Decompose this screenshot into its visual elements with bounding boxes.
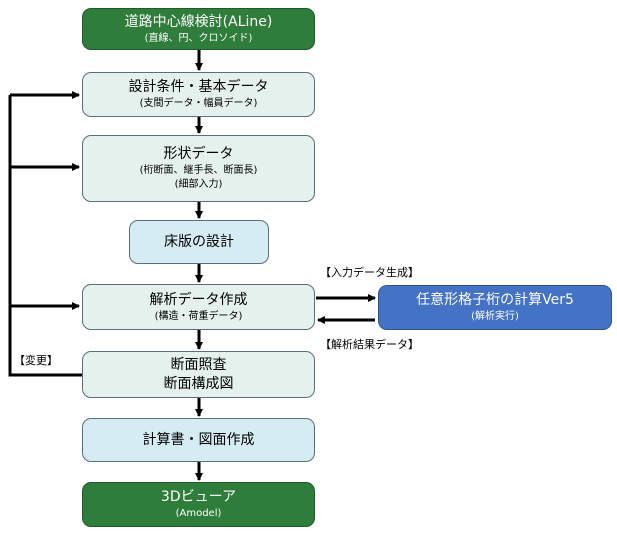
grillage-calc-title: 任意形格子桁の計算Ver5 — [416, 292, 574, 308]
section-check-title1: 断面照査 — [170, 356, 227, 373]
design-conditions-box[interactable]: 設計条件・基本データ (支間データ・幅員データ) — [82, 72, 315, 117]
viewer-3d-box[interactable]: 3Dビューア (Amodel) — [82, 482, 315, 527]
analysis-data-sub: (構造・荷重データ) — [154, 310, 243, 322]
feedback-loop-line — [8, 95, 82, 377]
shape-data-box[interactable]: 形状データ (桁断面、継手長、断面長) (細部入力) — [82, 135, 315, 202]
aline-sub: (直線、円、クロソイド) — [144, 32, 253, 44]
section-check-title2: 断面構成図 — [163, 375, 234, 392]
aline-box[interactable]: 道路中心線検討(ALine) (直線、円、クロソイド) — [82, 8, 315, 50]
analysis-data-title: 解析データ作成 — [149, 291, 248, 308]
report-drawing-title: 計算書・図面作成 — [142, 431, 255, 448]
change-label: 【変更】 — [14, 354, 58, 367]
grillage-calc-box[interactable]: 任意形格子桁の計算Ver5 (解析実行) — [378, 285, 612, 330]
aline-title: 道路中心線検討(ALine) — [124, 13, 273, 30]
shape-data-sub2: (細部入力) — [174, 179, 223, 190]
input-data-gen-label: 【入力データ生成】 — [320, 266, 419, 279]
section-check-box[interactable]: 断面照査 断面構成図 — [82, 351, 315, 398]
slab-design-box[interactable]: 床版の設計 — [129, 220, 269, 264]
analysis-result-label: 【解析結果データ】 — [320, 338, 419, 351]
grillage-calc-sub: (解析実行) — [471, 311, 519, 322]
shape-data-sub1: (桁断面、継手長、断面長) — [139, 165, 258, 176]
viewer-3d-title: 3Dビューア — [160, 489, 237, 505]
design-conditions-sub: (支間データ・幅員データ) — [139, 98, 258, 109]
shape-data-title: 形状データ — [163, 146, 234, 162]
design-conditions-title: 設計条件・基本データ — [128, 79, 269, 95]
slab-design-title: 床版の設計 — [164, 233, 234, 250]
report-drawing-box[interactable]: 計算書・図面作成 — [82, 418, 315, 462]
viewer-3d-sub: (Amodel) — [175, 508, 222, 519]
analysis-data-box[interactable]: 解析データ作成 (構造・荷重データ) — [82, 284, 315, 330]
